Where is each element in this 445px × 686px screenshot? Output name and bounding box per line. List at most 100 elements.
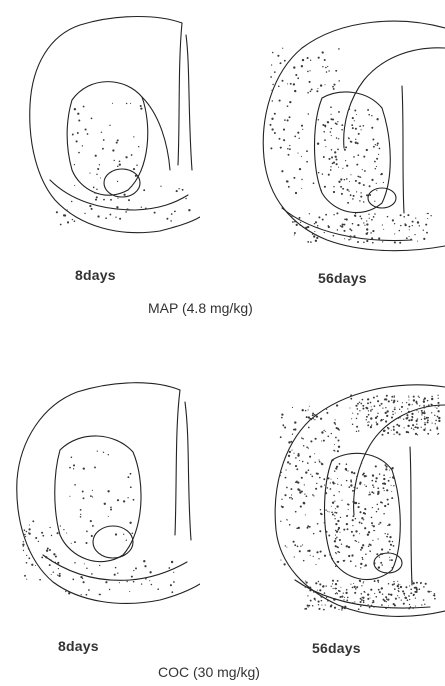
stipple-dot: [408, 608, 409, 609]
stipple-dot: [314, 598, 316, 600]
stipple-dot: [305, 587, 306, 588]
stipple-dot: [366, 228, 368, 230]
stipple-dot: [435, 423, 436, 424]
stipple-dot: [322, 66, 323, 67]
stipple-dot: [371, 237, 373, 239]
stipple-dot: [340, 225, 342, 227]
stipple-dot: [334, 501, 335, 502]
stipple-dot: [325, 526, 326, 527]
brain-section-drawing: [5, 370, 200, 615]
stipple-dot: [301, 125, 303, 127]
stipple-dot: [58, 568, 59, 569]
stipple-dot: [288, 455, 290, 457]
stipple-dot: [324, 84, 325, 85]
stipple-dot: [325, 509, 326, 510]
stipple-dot: [287, 148, 289, 150]
stipple-dot: [432, 423, 433, 424]
stipple-dot: [320, 418, 322, 420]
stipple-dot: [80, 574, 81, 575]
stipple-dot: [57, 532, 59, 534]
stipple-dot: [335, 70, 337, 72]
stipple-dot: [399, 242, 401, 244]
stipple-dot: [383, 419, 384, 420]
stipple-dot: [338, 446, 340, 448]
stipple-dot: [324, 139, 326, 141]
stipple-dot: [363, 201, 364, 202]
stipple-dot: [74, 562, 76, 564]
stipple-dot: [393, 434, 394, 435]
stipple-dot: [338, 167, 339, 168]
stipple-dot: [347, 528, 349, 530]
stipple-dot: [344, 606, 346, 608]
stipple-dot: [373, 530, 374, 531]
stipple-dot: [312, 494, 314, 496]
stipple-dot: [437, 395, 438, 396]
stipple-dot: [326, 412, 328, 414]
stipple-dot: [89, 173, 90, 174]
stipple-dot: [395, 412, 396, 413]
stipple-dot: [409, 229, 410, 230]
stipple-dot: [375, 168, 376, 169]
stipple-dot: [171, 591, 173, 593]
stipple-dot: [347, 597, 349, 599]
stipple-dot: [386, 466, 387, 467]
stipple-dot: [366, 416, 368, 418]
stipple-dot: [328, 174, 330, 176]
stipple-dot: [318, 608, 320, 610]
stipple-dot: [434, 598, 436, 600]
stipple-dot: [399, 230, 400, 231]
stipple-dot: [393, 426, 395, 428]
stipple-dot: [399, 409, 400, 410]
stipple-dot: [423, 599, 425, 601]
stipple-dot: [301, 179, 302, 180]
stipple-dot: [319, 477, 321, 479]
stipple-dot: [298, 138, 299, 139]
stipple-dot: [110, 199, 112, 201]
stipple-dot: [336, 427, 338, 429]
stipple-dot: [352, 519, 354, 521]
stipple-dot: [325, 492, 327, 494]
stipple-dot: [375, 480, 377, 482]
stipple-dot: [393, 581, 394, 582]
stipple-dot: [394, 241, 396, 243]
stipple-dot: [371, 605, 373, 607]
stipple-dot: [361, 599, 363, 601]
stipple-dot: [362, 544, 364, 546]
stipple-dot: [330, 488, 332, 490]
stipple-dot: [96, 188, 98, 190]
stipple-dot: [299, 460, 300, 461]
stipple-dot: [336, 512, 338, 514]
stipple-dot: [25, 536, 26, 537]
stipple-dot: [333, 214, 334, 215]
stipple-dot: [304, 493, 305, 494]
stipple-dot: [102, 148, 104, 150]
stipple-dot: [335, 523, 337, 525]
stipple-dot: [417, 241, 418, 242]
stipple-dot: [419, 405, 420, 406]
stipple-dot: [368, 422, 369, 423]
stipple-dot: [358, 133, 360, 135]
stipple-dot: [318, 119, 320, 121]
stipple-dot: [381, 604, 383, 606]
stipple-dot: [307, 605, 309, 607]
stipple-dot: [314, 414, 316, 416]
stipple-dot: [310, 474, 311, 475]
stipple-dot: [392, 219, 394, 221]
stipple-dot: [301, 188, 302, 189]
stipple-dot: [373, 216, 375, 218]
stipple-dot: [372, 540, 373, 541]
stipple-dot: [86, 568, 88, 570]
stipple-dot: [332, 514, 334, 516]
stipple-dot: [424, 397, 426, 399]
stipple-dot: [388, 583, 390, 585]
stipple-dot: [311, 88, 313, 90]
stipple-dot: [73, 464, 75, 466]
stipple-dot: [319, 589, 321, 591]
stipple-dot: [386, 415, 388, 417]
stipple-dot: [283, 563, 285, 565]
stipple-dot: [332, 558, 333, 559]
stipple-dot: [313, 418, 314, 419]
stipple-dot: [271, 128, 273, 130]
stipple-dot: [317, 88, 318, 89]
stipple-dot: [383, 513, 384, 514]
